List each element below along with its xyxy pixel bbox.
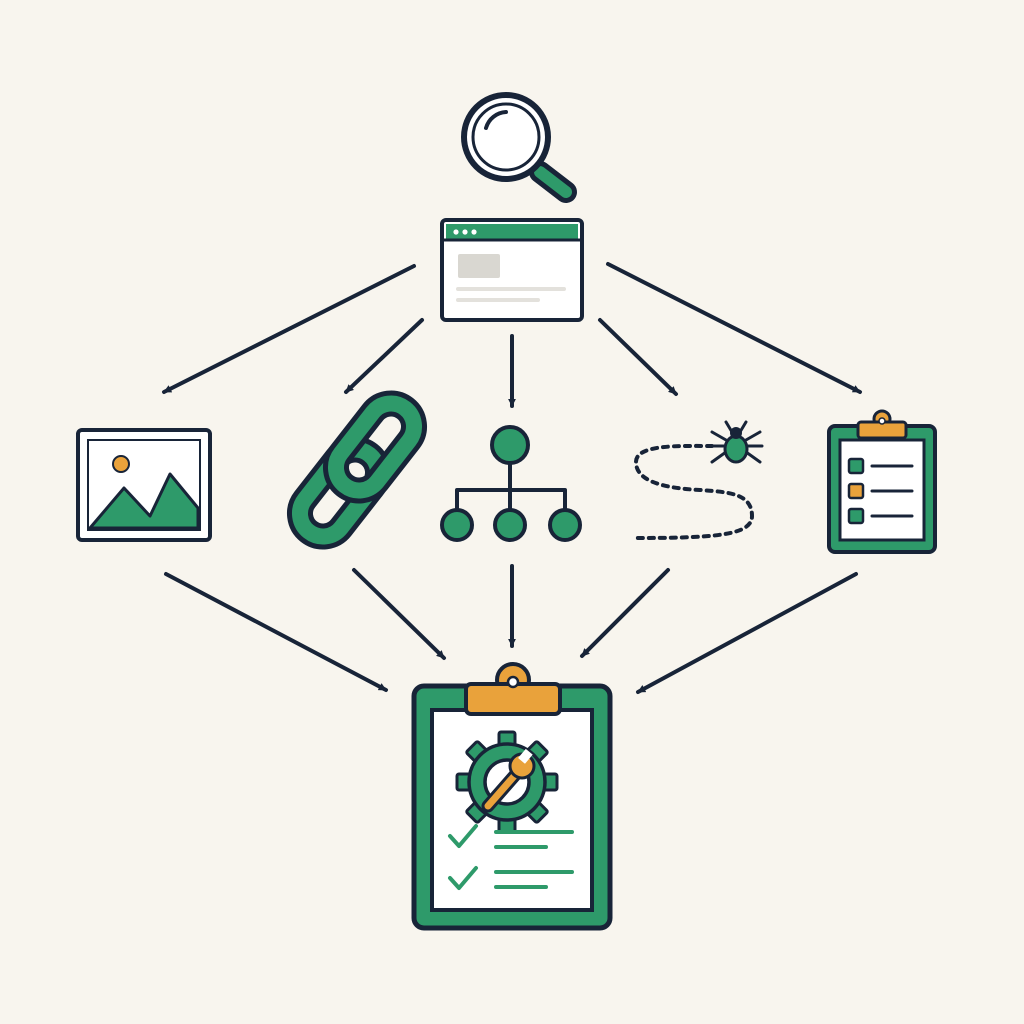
arrow-to-image-check [162, 264, 416, 394]
arrow-to-checklist-check [606, 262, 862, 394]
spider-bug-icon [708, 420, 764, 464]
arrow-to-crawler-check [598, 318, 678, 396]
report-checklist [448, 824, 574, 890]
crawler-bug-path-icon [630, 420, 764, 540]
arrows-checks-to-report [164, 564, 858, 694]
image-icon [76, 428, 212, 542]
web-page-icon [440, 218, 584, 322]
checklist-clipboard-icon [827, 409, 937, 554]
arrows-page-to-checks [162, 262, 862, 408]
arrow-from-link-check [352, 568, 446, 660]
arrow-from-crawler-check [580, 568, 670, 658]
arrow-from-image-check [164, 572, 388, 692]
arrow-from-checklist-check [636, 572, 858, 694]
site-structure-icon [440, 425, 582, 542]
wrench-icon [481, 748, 536, 813]
audit-report-clipboard-icon [411, 662, 613, 931]
arrow-to-link-check [344, 318, 424, 394]
magnifying-glass-icon [461, 92, 577, 203]
link-chain-icon [286, 390, 428, 550]
gear-wrench-icon [455, 730, 559, 834]
check-mark-icon [448, 824, 478, 848]
check-mark-icon [448, 866, 478, 890]
